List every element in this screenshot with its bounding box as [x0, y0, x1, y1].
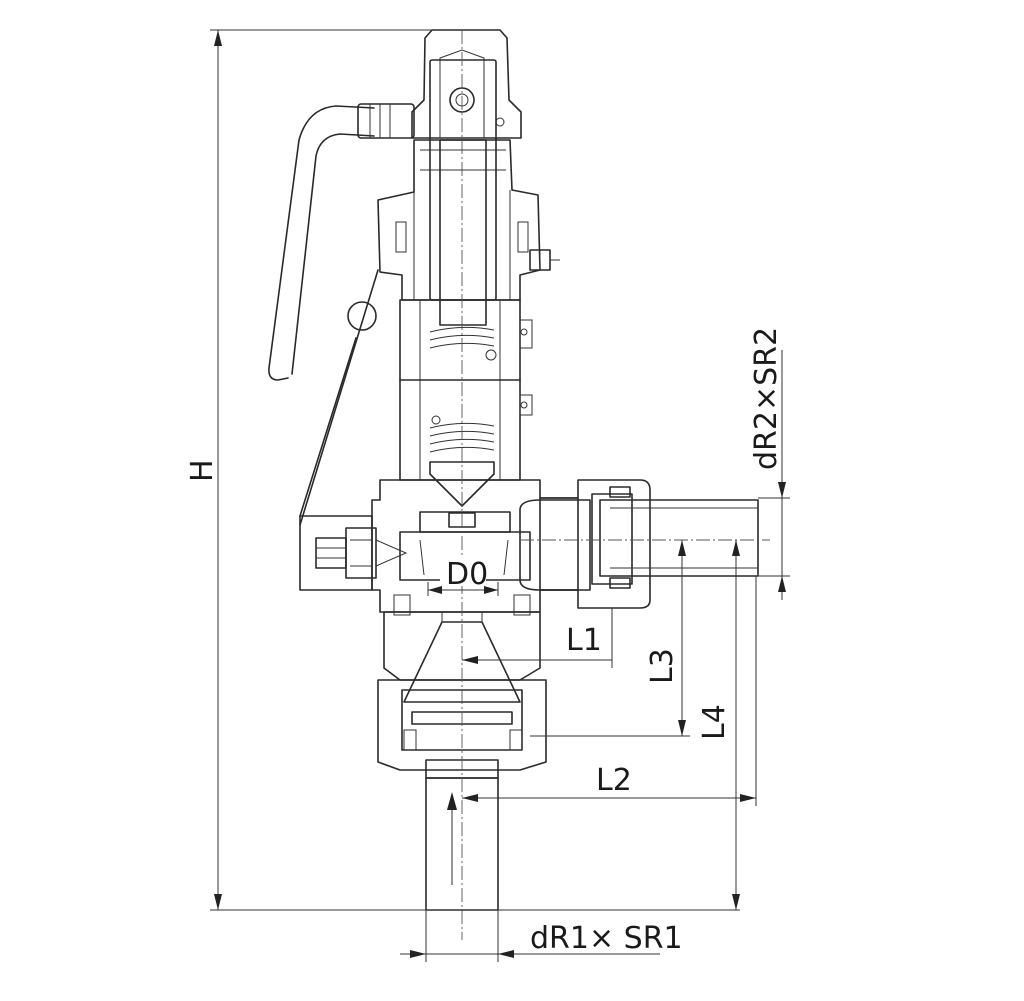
valve-body	[268, 29, 759, 911]
label-L2: L2	[596, 763, 632, 798]
dimension-lines	[210, 29, 790, 962]
center-lines	[461, 30, 770, 940]
label-dR1xSR1: dR1× SR1	[530, 921, 683, 956]
dimension-labels: D0 L1 L2 L3 L4 H dR2×SR2 dR1× SR1	[185, 327, 784, 956]
label-H: H	[185, 459, 220, 482]
label-L3: L3	[645, 648, 680, 684]
label-D0: D0	[446, 557, 488, 592]
label-dR2xSR2: dR2×SR2	[749, 327, 784, 470]
spring-upper	[429, 326, 497, 361]
label-L4: L4	[697, 704, 732, 740]
flow-arrow	[447, 792, 457, 885]
label-L1: L1	[566, 623, 602, 658]
